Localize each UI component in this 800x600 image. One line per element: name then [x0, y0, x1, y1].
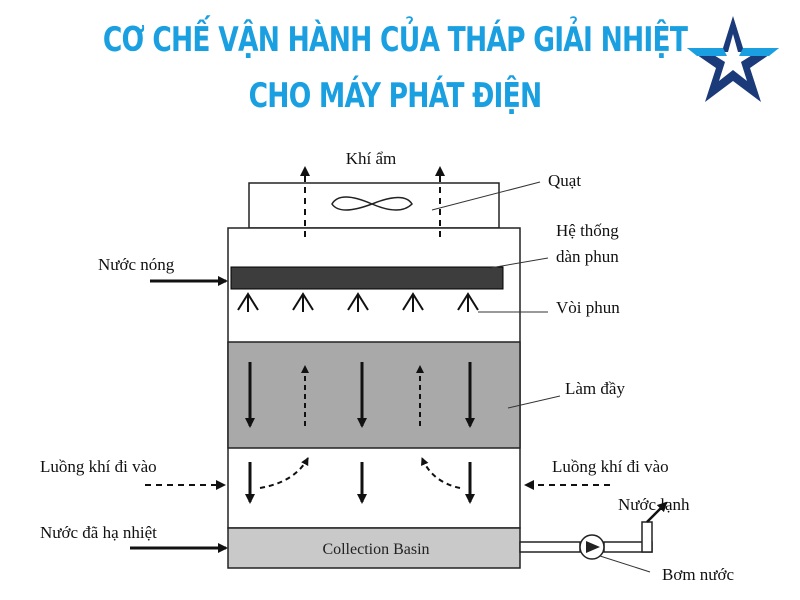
label-cooled-water: Nước đã hạ nhiệt	[40, 523, 157, 542]
title-line-2: CHO MÁY PHÁT ĐIỆN	[248, 76, 543, 116]
label-fan: Quạt	[548, 171, 581, 190]
title-line-1: CƠ CHẾ VẬN HÀNH CỦA THÁP GIẢI NHIỆT	[102, 20, 688, 60]
star-logo-icon	[687, 16, 779, 102]
cold-water-arrow	[646, 501, 668, 523]
label-pump: Bơm nước	[662, 565, 735, 584]
air-up-arrows	[301, 365, 424, 426]
label-cold-water: Nước lạnh	[618, 495, 690, 514]
air-curve-right	[421, 457, 461, 489]
label-hot-water: Nước nóng	[98, 255, 175, 274]
label-spray-system-2: dàn phun	[556, 247, 619, 266]
label-basin: Collection Basin	[322, 541, 429, 558]
air-curve-left	[259, 457, 309, 489]
spray-distribution-bar	[230, 266, 504, 290]
label-nozzles: Vòi phun	[556, 298, 620, 317]
leader-fill	[507, 395, 561, 409]
fan-icon	[331, 196, 413, 211]
nozzles	[237, 292, 479, 312]
label-fill: Làm đầy	[565, 379, 625, 398]
leader-spray	[489, 257, 549, 269]
fill-media	[227, 341, 521, 449]
leader-pump	[599, 555, 651, 573]
label-air-in-left: Luồng khí đi vào	[40, 457, 157, 476]
label-spray-system-1: Hệ thống	[556, 221, 619, 240]
lower-water-arrows	[245, 462, 475, 504]
leader-fan	[431, 181, 541, 211]
water-down-arrows	[245, 362, 475, 428]
label-humid-air: Khí ẩm	[346, 149, 397, 168]
label-air-in-right: Luồng khí đi vào	[552, 457, 669, 476]
